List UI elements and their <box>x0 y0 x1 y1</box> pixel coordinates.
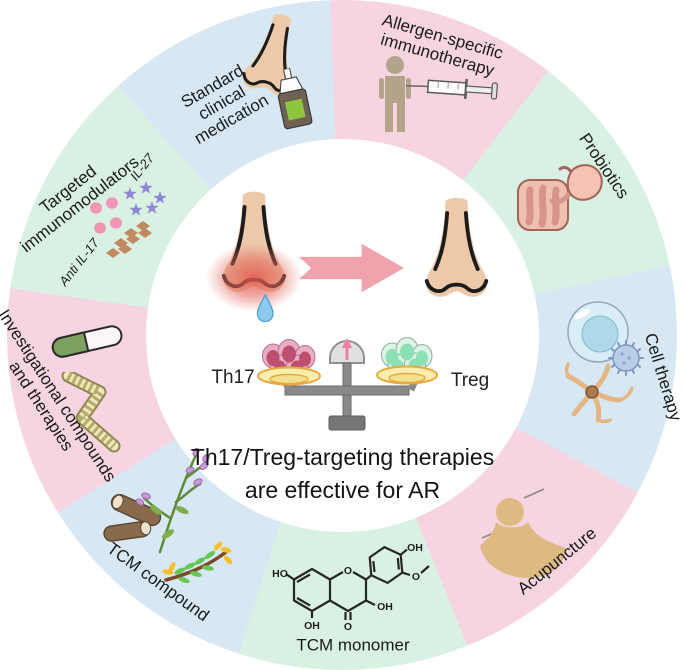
healthy-nose-icon <box>414 196 499 315</box>
gut-stomach-icon <box>517 164 603 231</box>
caption-line-2: are effective for AR <box>244 477 441 503</box>
immunomodulator-molecules-icon <box>90 181 167 258</box>
segment-label-tcm-monomer: TCM monomer <box>296 635 410 655</box>
chemical-structure-icon: HO OH O O OH OH O <box>272 544 430 632</box>
acupuncture-person-icon <box>480 488 566 578</box>
syringe-icon <box>406 78 498 100</box>
figure-caption: Th17/Treg-targeting therapies are effect… <box>0 441 685 507</box>
transition-arrow-icon <box>299 243 404 293</box>
th17-label: Th17 <box>211 367 255 388</box>
chem-label-oh-top: OH <box>407 544 423 554</box>
balance-scale-icon <box>257 337 438 431</box>
chem-label-ho: HO <box>272 568 288 580</box>
chem-label-oh-c3: OH <box>377 601 393 613</box>
treg-label: Treg <box>450 370 490 391</box>
person-icon <box>379 56 411 132</box>
inflamed-nose-icon <box>205 189 303 323</box>
capsule-icon <box>51 325 123 358</box>
chem-label-o-methoxy: O <box>412 571 420 583</box>
nasal-drip-icon <box>256 293 274 323</box>
center-circle <box>146 139 539 532</box>
herbs-icon <box>103 447 233 584</box>
gauge-arrow-icon <box>342 338 352 348</box>
chem-label-o-ring: O <box>344 565 352 577</box>
nasal-spray-icon <box>277 67 313 130</box>
cells-icon <box>564 301 644 424</box>
chem-label-oh-c5: OH <box>304 620 320 632</box>
ribbon-zigzag-icon <box>61 372 121 453</box>
caption-line-1: Th17/Treg-targeting therapies <box>190 444 495 470</box>
chem-label-o-ketone: O <box>344 621 352 632</box>
treg-cells-icon <box>381 337 433 377</box>
